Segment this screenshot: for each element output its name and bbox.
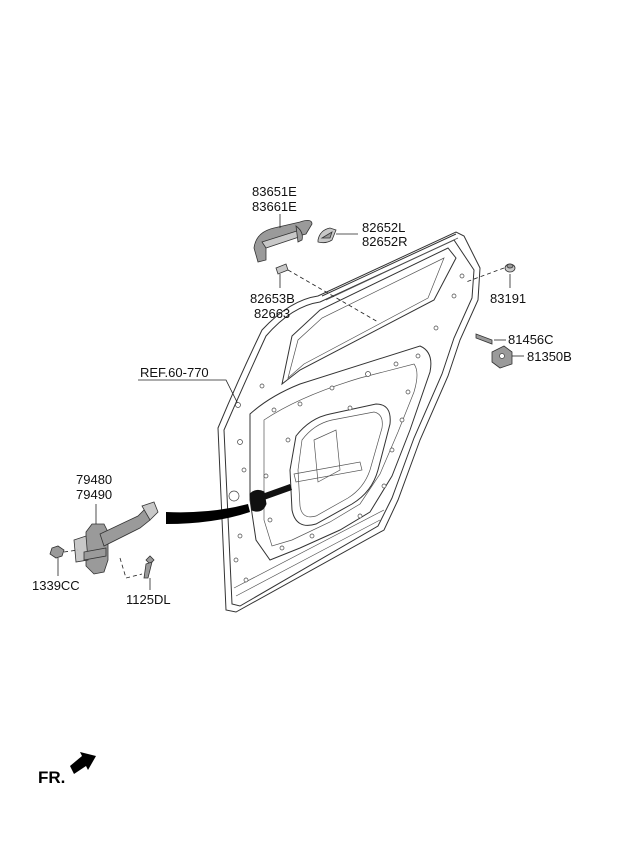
label-bolt: 1125DL bbox=[126, 592, 171, 607]
checker-link-arrow bbox=[166, 504, 250, 524]
plug-dashed-line bbox=[465, 267, 505, 283]
label-pad-lower: 82663 bbox=[254, 306, 290, 321]
striker bbox=[491, 345, 513, 369]
label-reference: REF.60-770 bbox=[140, 365, 209, 380]
label-pad-upper: 82653B bbox=[250, 291, 295, 306]
label-plug: 83191 bbox=[490, 291, 526, 306]
plug bbox=[504, 263, 516, 273]
label-cover-left: 82652L bbox=[362, 220, 405, 235]
label-striker: 81350B bbox=[527, 349, 572, 364]
direction-label: FR. bbox=[38, 768, 65, 787]
door-holes bbox=[228, 273, 465, 583]
bolt-dashed-line bbox=[119, 557, 143, 579]
handle-pad bbox=[275, 263, 289, 275]
door-checker bbox=[73, 501, 159, 575]
label-checker-upper: 79480 bbox=[76, 472, 112, 487]
label-nut: 1339CC bbox=[32, 578, 80, 593]
pad-dashed-line bbox=[287, 269, 379, 323]
label-handle-lower: 83661E bbox=[252, 199, 297, 214]
checker-arm bbox=[249, 484, 292, 512]
label-cover-right: 82652R bbox=[362, 234, 408, 249]
label-checker-lower: 79490 bbox=[76, 487, 112, 502]
door-panel bbox=[217, 231, 481, 613]
outside-handle bbox=[253, 220, 313, 263]
reference-point bbox=[235, 402, 241, 408]
nut-dashed-line bbox=[63, 549, 79, 553]
small-bolt bbox=[475, 333, 493, 345]
bolt bbox=[143, 555, 155, 579]
handle-cover bbox=[317, 227, 337, 244]
label-handle-upper: 83651E bbox=[252, 184, 297, 199]
label-small-bolt: 81456C bbox=[508, 332, 554, 347]
nut bbox=[49, 545, 65, 559]
reference-leader bbox=[138, 379, 239, 405]
fr-arrow-icon bbox=[70, 752, 96, 774]
